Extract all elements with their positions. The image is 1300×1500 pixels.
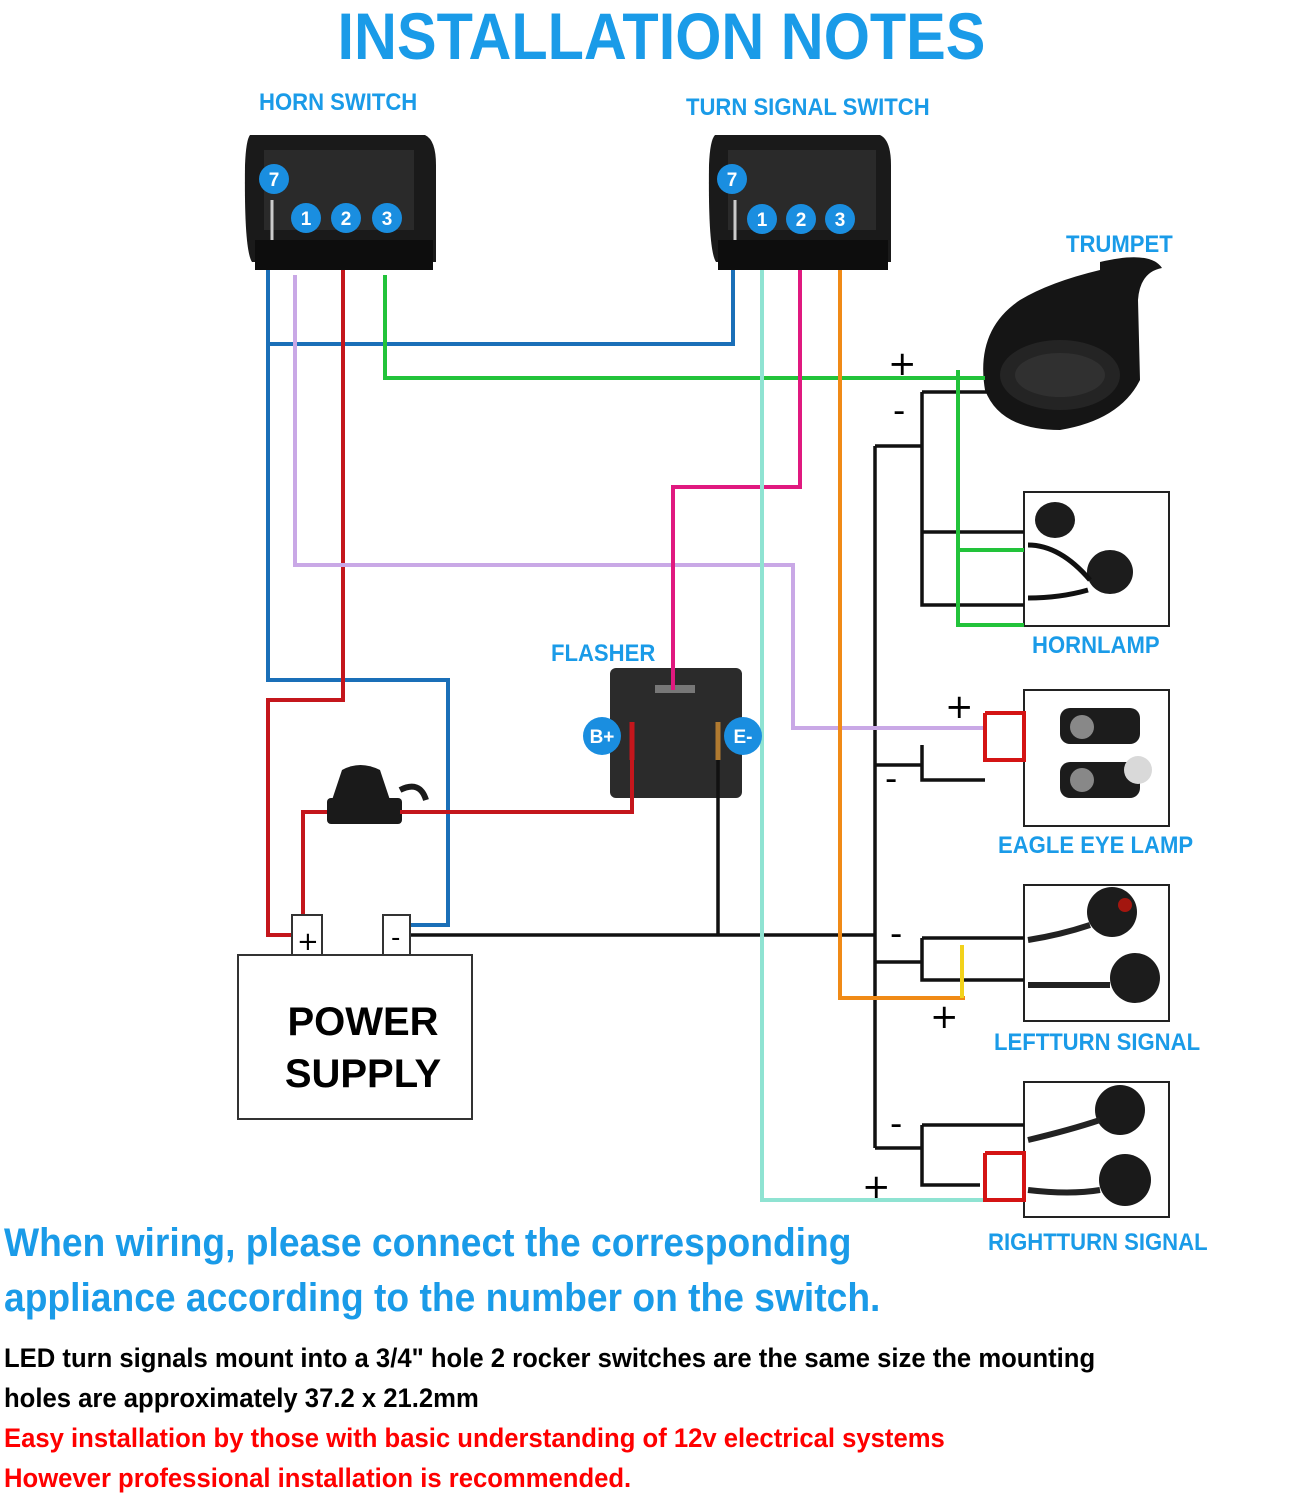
svg-text:1: 1 bbox=[301, 209, 312, 230]
svg-text:2: 2 bbox=[341, 209, 352, 230]
battery-plus-sign: + bbox=[297, 927, 319, 957]
rightturn-plus-sign: + bbox=[862, 1167, 891, 1207]
power-supply-line1: POWER bbox=[287, 1000, 439, 1044]
hornlamp-lights bbox=[1027, 502, 1133, 601]
power-supply-box bbox=[237, 954, 473, 1120]
leftturn-signal-label: LEFTTURN SIGNAL bbox=[994, 1029, 1201, 1056]
svg-text:7: 7 bbox=[269, 170, 280, 191]
green-wire bbox=[383, 275, 985, 380]
flasher-b-plus-badge bbox=[583, 717, 621, 755]
horn-switch-pins: 7 1 2 3 bbox=[259, 164, 402, 233]
eagle-minus-sign: - bbox=[885, 759, 897, 799]
svg-text:2: 2 bbox=[796, 210, 807, 231]
svg-text:B+: B+ bbox=[590, 727, 615, 748]
battery-plus-terminal bbox=[291, 914, 323, 956]
leftturn-plus-sign: + bbox=[930, 997, 959, 1037]
purple-wire bbox=[293, 275, 985, 730]
pin-badge bbox=[786, 204, 816, 234]
magenta-wire bbox=[671, 270, 802, 690]
eagle-eye-lights bbox=[1060, 708, 1152, 798]
pin-badge bbox=[331, 203, 361, 233]
svg-text:7: 7 bbox=[727, 170, 738, 191]
rightturn-minus-sign: - bbox=[890, 1104, 902, 1144]
wiring-note-line1: When wiring, please connect the correspo… bbox=[4, 1221, 852, 1265]
svg-text:1: 1 bbox=[757, 210, 768, 231]
rightturn-lights bbox=[1027, 1085, 1151, 1206]
installation-note-line1: Easy installation by those with basic un… bbox=[4, 1423, 945, 1453]
orange-wire bbox=[838, 270, 965, 1000]
pin-badge bbox=[291, 203, 321, 233]
leftturn-lights bbox=[1027, 887, 1160, 1003]
power-supply-line2: SUPPLY bbox=[284, 1052, 442, 1096]
flasher-label: FLASHER bbox=[551, 640, 656, 667]
battery-minus-terminal bbox=[382, 914, 411, 956]
leftturn-minus-sign: - bbox=[890, 914, 902, 954]
pin-badge bbox=[825, 204, 855, 234]
trumpet-plus-sign: + bbox=[888, 344, 917, 384]
ground-wires bbox=[405, 390, 1024, 1187]
flasher-e-minus-badge bbox=[724, 717, 762, 755]
red-wire bbox=[266, 270, 345, 937]
cyan-wire bbox=[760, 270, 1024, 1202]
eagle-plus-sign: + bbox=[945, 687, 974, 727]
trumpet-horn bbox=[983, 257, 1162, 430]
mounting-note-line1: LED turn signals mount into a 3/4" hole … bbox=[4, 1343, 1096, 1373]
fuse-holder bbox=[327, 765, 429, 824]
horn-switch bbox=[244, 135, 436, 270]
pin-badge bbox=[372, 203, 402, 233]
page-title: INSTALLATION NOTES bbox=[337, 0, 986, 73]
wiring-note-line2: appliance according to the number on the… bbox=[4, 1276, 881, 1320]
turn-signal-switch-label: TURN SIGNAL SWITCH bbox=[686, 94, 930, 121]
mounting-note-line2: holes are approximately 37.2 x 21.2mm bbox=[4, 1383, 479, 1413]
trumpet-minus-sign: - bbox=[893, 391, 905, 431]
trumpet-label: TRUMPET bbox=[1066, 231, 1173, 258]
pin-badge bbox=[747, 204, 777, 234]
rightturn-signal-label: RIGHTTURN SIGNAL bbox=[988, 1229, 1208, 1256]
svg-text:3: 3 bbox=[382, 209, 393, 230]
eagle-eye-lamp-label: EAGLE EYE LAMP bbox=[998, 832, 1194, 859]
hornlamp-label: HORNLAMP bbox=[1032, 632, 1160, 659]
blue-wire bbox=[266, 270, 450, 927]
battery-minus-sign: - bbox=[391, 923, 400, 953]
turn-signal-switch bbox=[708, 135, 891, 270]
pin-badge bbox=[717, 164, 747, 194]
horn-switch-label: HORN SWITCH bbox=[259, 89, 418, 116]
turn-switch-pins: 7 1 2 3 bbox=[717, 164, 855, 234]
svg-text:E-: E- bbox=[734, 727, 753, 748]
installation-note-line2: However professional installation is rec… bbox=[4, 1463, 632, 1493]
power-supply-label: POWER SUPPLY bbox=[246, 996, 480, 1100]
pin-badge bbox=[259, 164, 289, 194]
svg-text:3: 3 bbox=[835, 210, 846, 231]
